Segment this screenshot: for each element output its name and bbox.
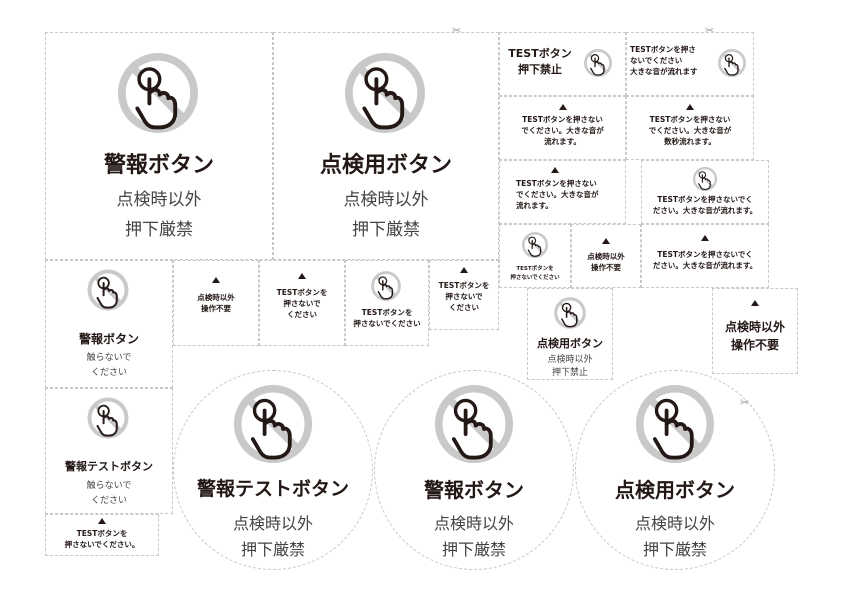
card-line1: 触らないで [86,353,132,363]
round-line1: 点検時以外 [433,514,514,533]
scissors-icon: ✂ [740,396,750,409]
card-test-loud-short [626,32,754,96]
card-test-tiny-icon [499,224,571,288]
no-touch-icon [432,382,516,466]
no-touch-icon [342,50,428,136]
card-test-loud-e [641,224,769,288]
card-alarm-test-touch [45,388,173,514]
triangle-icon [259,273,345,283]
no-touch-icon [521,231,549,259]
no-touch-icon [692,166,718,192]
round-line1: 点検時以外 [232,514,313,533]
card-op-not-needed-small [571,224,641,288]
round-card-alarm [374,370,574,570]
card-test-bottom [45,514,159,556]
card-title: 警報ボタン [78,332,139,346]
round-card-inspection [575,370,775,570]
round-line2: 押下厳禁 [441,540,506,559]
card-text: 点検時以外 操作不要 [724,320,785,352]
card-line2: 押下厳禁 [125,220,193,240]
triangle-icon [173,277,259,287]
card-inspection-large [273,32,499,260]
card-line2: 押下禁止 [551,368,588,378]
card-text: 点検時以外 操作不要 [197,293,235,313]
card-test-forbidden [499,32,626,96]
triangle-icon [641,235,769,245]
card-text: TESTボタンを 押さないで ください [438,281,490,312]
card-text: TESTボタンを押さないでく ださい。大きな音が流れます。 [652,195,758,215]
card-line2: ください [90,368,127,378]
card-test-loud-b [626,96,754,160]
card-test-no-press [259,260,345,346]
no-touch-icon [717,48,747,78]
card-test-icon-label [345,260,429,346]
card-text: TESTボタン 押下禁止 [508,47,572,76]
card-line2: ください [90,496,127,506]
triangle-icon [712,300,798,310]
triangle-icon [505,167,605,177]
card-op-not-needed-big [712,288,798,374]
card-line1: 点検時以外 [343,190,429,210]
card-text: TESTボタンを押さない でください。大きな音が 流れます。 [516,179,599,210]
card-text: TESTボタンを押さ ないでください 大きな音が流れます [630,45,698,76]
scissors-icon: ✂ [452,24,462,37]
no-touch-icon [86,396,130,440]
triangle-icon [626,104,754,114]
no-touch-icon [231,382,315,466]
card-line1: 点検時以外 [116,190,202,210]
round-card-alarm-test [173,370,373,570]
round-line2: 押下厳禁 [642,540,707,559]
no-touch-icon [115,50,201,136]
card-text: TESTボタンを押さないでく ださい。大きな音が流れます。 [652,250,758,270]
card-line2: 押下厳禁 [352,220,420,240]
triangle-icon [571,238,641,248]
no-touch-icon [86,268,130,312]
round-title: 警報テストボタン [196,478,349,500]
card-title: 警報テストボタン [65,460,153,473]
card-text: 点検時以外 操作不要 [587,252,625,272]
round-title: 警報ボタン [424,478,524,502]
card-text: TESTボタンを 押さないでください [510,266,560,281]
no-touch-icon [633,382,717,466]
no-touch-icon [553,296,587,330]
no-touch-icon [370,270,402,302]
round-line1: 点検時以外 [634,514,715,533]
card-text: TESTボタンを押さない でください。大きな音が 数秒流れます。 [648,115,732,146]
card-text: TESTボタンを 押さないで ください [276,288,328,319]
card-text: TESTボタンを 押さないでください。 [64,529,140,549]
triangle-icon [499,104,626,114]
card-alarm-touch [45,260,173,388]
card-line1: 点検時以外 [547,355,593,365]
card-alarm-large [45,32,273,260]
card-title: 点検用ボタン [537,337,603,350]
round-title: 点検用ボタン [615,478,735,502]
card-line1: 触らないで [86,481,132,491]
card-inspection-forbid [527,288,613,380]
card-test-loud-c [499,160,626,224]
card-text: TESTボタンを押さない でください。大きな音が 流れます。 [521,115,604,146]
card-test-loud-a [499,96,626,160]
no-touch-icon [583,48,613,78]
card-test-no-press-2 [429,260,499,330]
card-text: TESTボタンを 押さないでください [353,308,421,328]
card-title: 点検用ボタン [319,153,452,178]
card-test-loud-d [641,160,769,224]
round-line2: 押下厳禁 [240,540,305,559]
triangle-icon [45,518,159,528]
card-title: 警報ボタン [103,153,214,178]
scissors-icon: ✂ [705,24,715,37]
card-op-not-needed [173,260,259,346]
triangle-icon [429,267,499,277]
